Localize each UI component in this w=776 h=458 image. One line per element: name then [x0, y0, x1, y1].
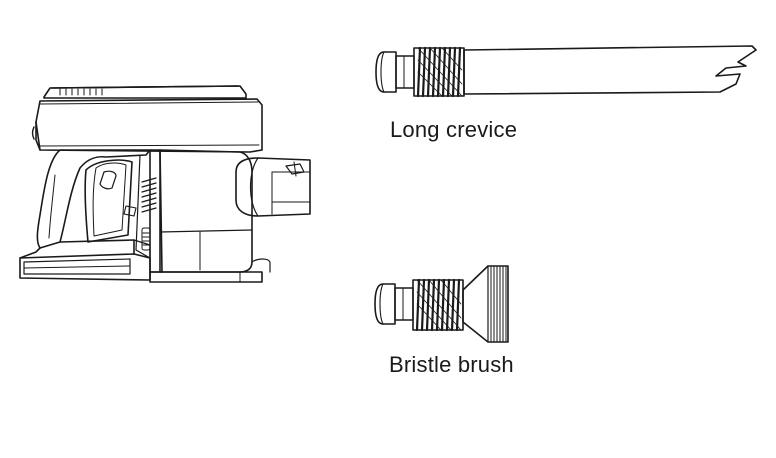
brush-head — [462, 265, 509, 343]
handheld-vacuum — [19, 85, 311, 283]
brush-bristles — [490, 265, 507, 343]
crevice-tube — [463, 45, 757, 95]
brush-ribbed-section — [412, 278, 464, 332]
vacuum-hood — [43, 85, 247, 99]
long-crevice-tool — [375, 45, 757, 98]
dust-bin — [159, 149, 253, 273]
power-trigger — [99, 170, 117, 190]
bristle-brush-label: Bristle brush — [389, 352, 514, 377]
battery-tray — [19, 253, 151, 281]
release-latch — [285, 163, 305, 175]
vent-slots — [141, 177, 157, 213]
bristle-brush-tool — [374, 265, 509, 343]
vacuum-body — [35, 98, 263, 153]
nozzle-connector — [235, 157, 311, 217]
brush-collar — [374, 283, 396, 325]
vacuum-top-grille — [59, 88, 103, 96]
power-button — [31, 126, 35, 140]
crevice-collar — [375, 51, 397, 93]
long-crevice-label: Long crevice — [390, 117, 518, 142]
handle-grip — [84, 159, 133, 243]
crevice-ribbed-section — [413, 46, 465, 98]
battery-indicator — [141, 227, 151, 251]
